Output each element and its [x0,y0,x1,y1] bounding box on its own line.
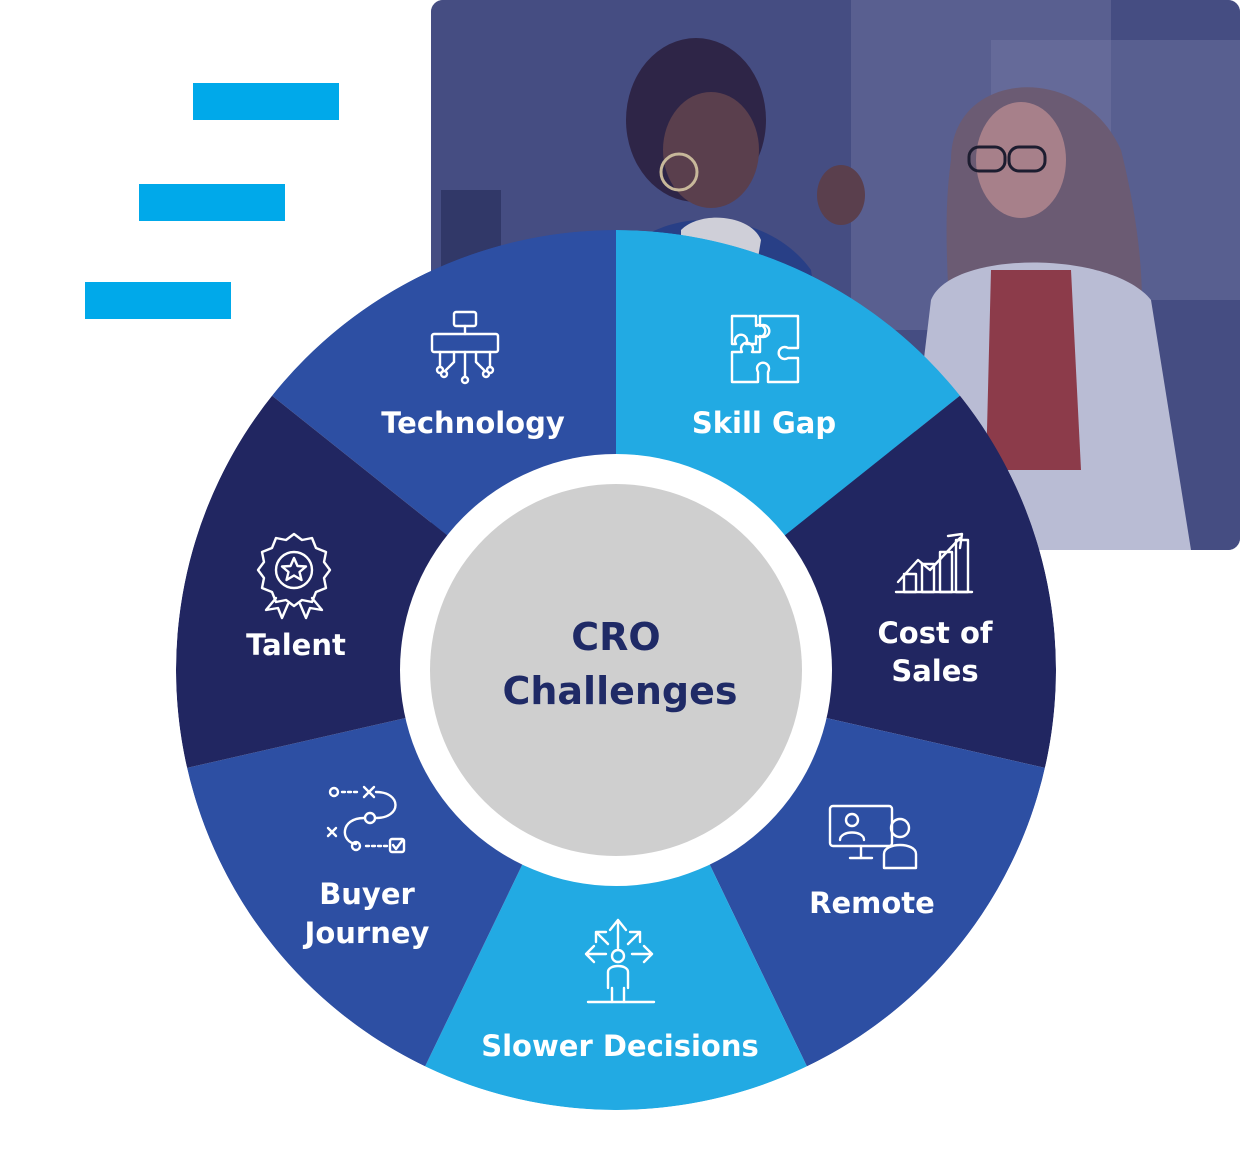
label-remote: Remote [809,886,935,920]
growth-chart-icon [894,532,974,594]
strategy-path-icon [326,785,406,854]
label-technology: Technology [381,406,565,440]
label-slower-decisions: Slower Decisions [481,1029,759,1063]
accent-bar-middle [139,184,285,221]
label-talent: Talent [246,628,346,662]
award-badge-icon [256,532,332,620]
label-cost-of-sales-line2: Sales [891,654,978,688]
accent-bar-top [193,83,339,120]
label-skill-gap: Skill Gap [692,406,836,440]
accent-bar-bottom [85,282,231,319]
segment-slower-decisions [425,670,807,1110]
video-call-icon [828,804,918,870]
circuit-flowchart-icon [430,310,500,385]
center-title-line2: Challenges [502,669,737,713]
puzzle-icon [730,314,800,384]
center-title-line1: CRO [571,615,660,659]
center-circle [430,484,802,856]
label-buyer-journey-line1: Buyer [319,877,415,911]
decision-arrows-icon [584,918,656,1004]
label-cost-of-sales-line1: Cost of [878,616,993,650]
label-buyer-journey-line2: Journey [303,916,430,950]
